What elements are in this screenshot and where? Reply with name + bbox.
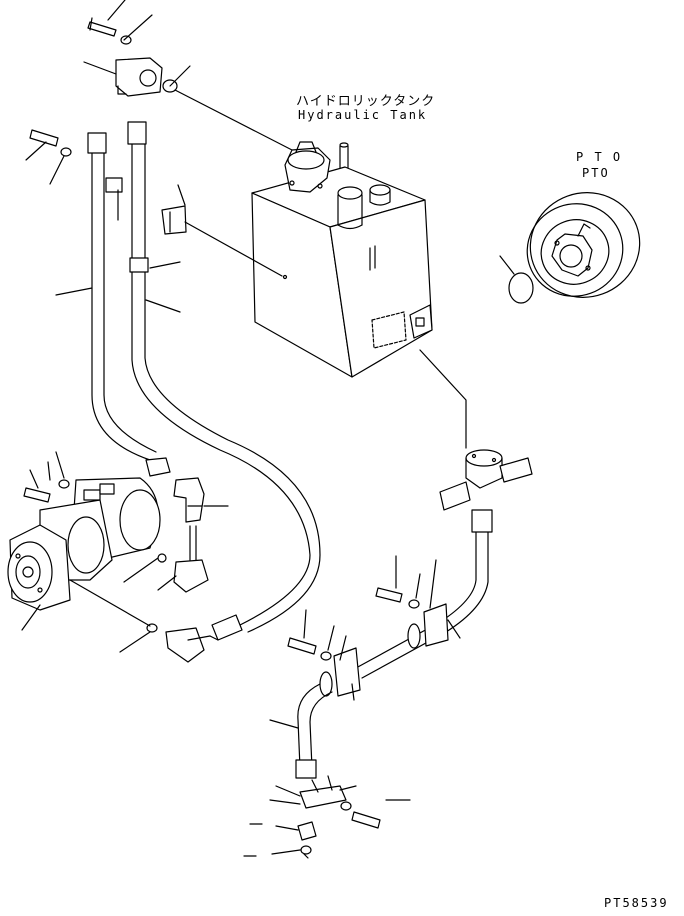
hydraulic-tank-label-jp: ハイドロリックタンク xyxy=(296,94,436,109)
pump-bolt-set xyxy=(23,451,70,503)
upper-fittings xyxy=(83,0,293,151)
hydraulic-pump xyxy=(7,461,167,653)
hydraulic-tank-label: Hydraulic Tank xyxy=(298,108,428,122)
pto-label: PTO xyxy=(582,166,610,180)
drawing-code: PT58539 xyxy=(604,896,669,910)
pto-label-spaced: P T O xyxy=(576,150,623,164)
elbow-fittings xyxy=(157,477,229,663)
left-hose-pair xyxy=(55,121,321,641)
left-bolt-set xyxy=(25,129,72,185)
connector-lines xyxy=(209,635,219,641)
suction-strainer xyxy=(419,349,533,511)
hydraulic-tank xyxy=(251,141,433,378)
pto-unit xyxy=(499,192,641,304)
right-pipe xyxy=(243,509,493,859)
